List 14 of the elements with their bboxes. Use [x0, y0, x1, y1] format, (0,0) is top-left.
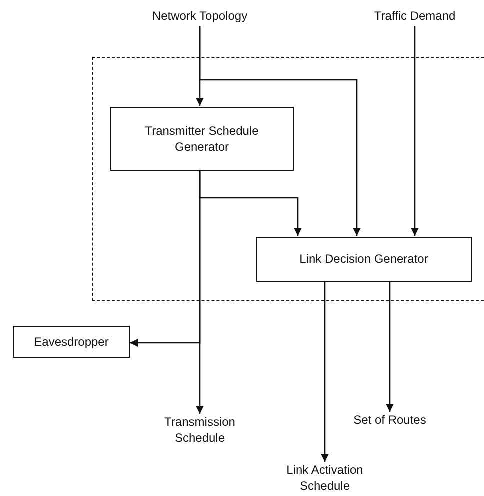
io-label: Link Activation Schedule	[260, 462, 390, 496]
arrow	[386, 281, 394, 412]
arrow	[321, 281, 329, 462]
process-box: Link Decision Generator	[256, 237, 472, 282]
io-label: Set of Routes	[335, 412, 445, 430]
io-label: Traffic Demand	[360, 8, 470, 26]
arrow	[130, 170, 201, 347]
io-label: Network Topology	[135, 8, 265, 26]
arrow	[199, 26, 361, 236]
io-label: Transmission Schedule	[145, 414, 255, 448]
arrow	[411, 26, 419, 236]
process-box: Eavesdropper	[13, 326, 130, 358]
dashed-boundary	[92, 57, 484, 301]
process-box: Transmitter Schedule Generator	[110, 107, 294, 171]
